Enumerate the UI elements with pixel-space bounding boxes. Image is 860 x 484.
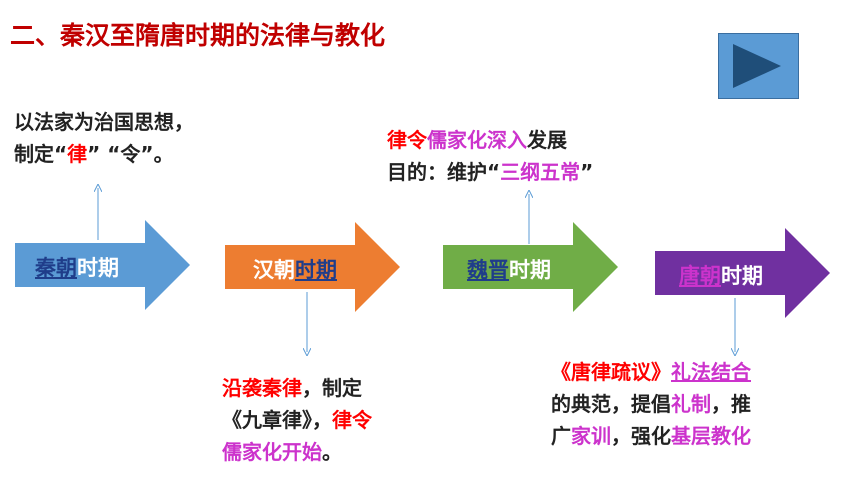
arrow-qin: 秦朝时期 [15,220,190,310]
arrow-han: 汉朝时期 [225,222,400,312]
arrow-shape [443,222,618,312]
arrow-tang: 唐朝时期 [655,228,830,318]
note-tang: 《唐律疏议》礼法结合 的典范，提倡礼制，推 广家训，强化基层教化 [551,360,751,448]
play-icon [733,44,781,88]
play-button[interactable] [718,33,799,99]
note-wei-jin: 律令儒家化深入发展 目的：维护“三纲五常” [387,128,594,184]
arrow-shape [225,222,400,312]
arrow-shape [655,228,830,318]
arrow-shape [15,220,190,310]
note-han: 沿袭秦律，制定 《九章律》，律令 儒家化开始。 [222,376,372,464]
page-title: 二、秦汉至隋唐时期的法律与教化 [10,21,386,50]
note-qin: 以法家为治国思想， 制定“律” “令”。 [14,110,194,166]
arrow-wei-jin: 魏晋时期 [443,222,618,312]
